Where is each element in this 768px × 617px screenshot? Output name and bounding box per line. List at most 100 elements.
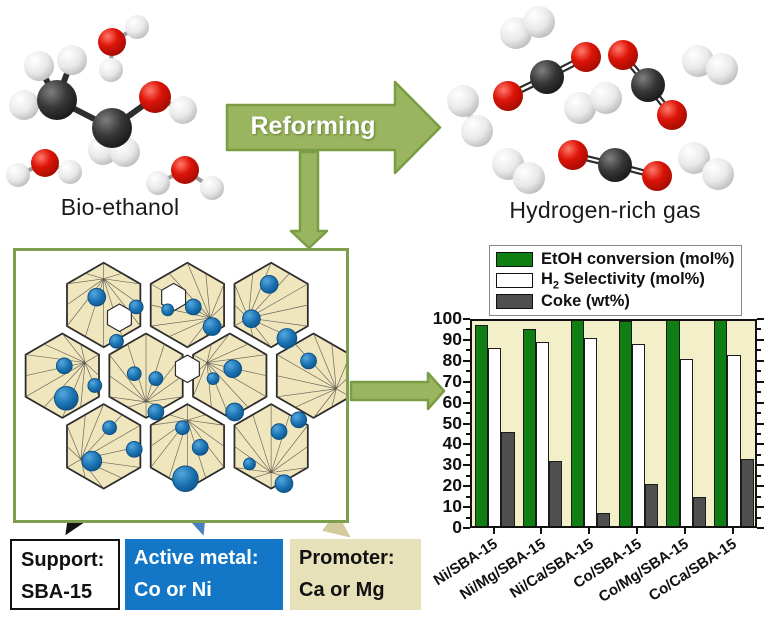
pore-fan-line — [206, 354, 267, 363]
pore-fan-line — [85, 273, 104, 280]
reforming-label: Reforming — [250, 112, 376, 140]
y-tick — [466, 516, 470, 519]
y-tick-right — [757, 453, 761, 456]
pore-fan-line — [187, 414, 206, 421]
pore-fan-line — [145, 375, 183, 403]
pore-fan-line — [276, 375, 337, 390]
metal-particle-dot — [191, 439, 209, 456]
metal-particle-dot — [147, 403, 165, 421]
legend-row-etoh: EtOH conversion (mol%) — [496, 249, 735, 270]
metal-particle-dot — [128, 299, 144, 315]
pore-fan-line — [109, 375, 147, 403]
h2-selectivity-bar-Ni/Ca/SBA-15 — [583, 337, 598, 528]
pore-fan-line — [206, 362, 267, 398]
y-tick-right — [757, 401, 764, 404]
y-tick-right — [757, 349, 761, 352]
pore-fan-line — [192, 354, 208, 363]
y-tick-right — [757, 328, 761, 331]
y-tick-label: 60 — [442, 391, 462, 412]
metal-particle-dot — [175, 420, 190, 436]
y-tick — [463, 443, 470, 446]
pore-fan-line — [206, 343, 212, 363]
etoh-conversion-bar-Co/Mg/SBA-15 — [666, 319, 680, 528]
metal-particle-dot — [300, 352, 317, 370]
pore-fan-line — [192, 362, 208, 397]
pore-fan-line — [43, 343, 86, 363]
pore-fan-line — [187, 419, 225, 426]
pore-fan-line — [150, 304, 211, 319]
h2-selectivity-bar-Co/Ca/SBA-15 — [727, 354, 741, 528]
y-tick-right — [757, 516, 761, 519]
metal-particle-dot — [172, 465, 199, 493]
pore-fan-line — [234, 425, 272, 473]
pore-fan-line — [80, 414, 86, 460]
y-tick-label: 20 — [442, 475, 462, 496]
pore-fan-line — [313, 388, 337, 419]
pore-fan-line — [295, 388, 337, 408]
y-tick — [463, 401, 470, 404]
pore-fan-line — [84, 354, 100, 363]
hydrogen-rich-gas-molecules — [447, 6, 738, 194]
pore-fan-line — [85, 278, 105, 337]
pore-fan-line — [336, 388, 346, 395]
pore-fan-line — [270, 414, 290, 473]
bio-ethanol-caption: Bio-ethanol — [60, 194, 180, 220]
pore-fan-line — [206, 362, 212, 408]
metal-particle-dot — [126, 366, 142, 382]
metal-particle-dot — [161, 303, 175, 317]
h2-selectivity-bar-Ni/SBA-15 — [488, 348, 502, 528]
y-tick-right — [757, 338, 764, 341]
y-tick-label: 0 — [452, 517, 462, 537]
metal-particle-dot — [202, 317, 222, 336]
pore-fan-line — [270, 425, 309, 473]
y-tick-label: 100 — [432, 308, 462, 328]
legend-row-h2: H2 Selectivity (mol%) — [496, 270, 735, 291]
y-tick — [466, 328, 470, 331]
pore-fan-line — [206, 343, 249, 363]
metal-particle-dot — [53, 385, 79, 411]
y-tick — [466, 453, 470, 456]
y-tick — [463, 527, 470, 529]
pore-fan-line — [168, 317, 211, 337]
y-tick — [463, 380, 470, 383]
x-tick — [731, 528, 734, 534]
bio-ethanol-molecules — [6, 15, 224, 200]
x-tick — [588, 528, 591, 534]
y-tick-right — [757, 422, 764, 425]
pore-fan-line — [25, 362, 86, 377]
hydrogen-rich-gas-caption: Hydrogen-rich gas — [509, 197, 701, 223]
pore-fan-line — [66, 425, 82, 460]
pore-fan-line — [294, 343, 337, 390]
pore-fan-line — [66, 278, 104, 285]
metal-particle-dot — [270, 423, 288, 440]
metal-particle-dot — [184, 298, 202, 316]
metal-particle-dot — [259, 275, 279, 294]
pore-fan-line — [206, 333, 231, 363]
honeycomb-pores — [24, 261, 346, 494]
pore-fan-line — [109, 396, 147, 403]
h2-selectivity-bar-Ni/Mg/SBA-15 — [536, 341, 550, 528]
y-tick-right — [757, 432, 761, 435]
metal-particle-dot — [290, 411, 308, 429]
metal-particle-dot — [125, 440, 143, 458]
metal-particle-dot — [206, 372, 220, 386]
pore-fan-line — [66, 278, 104, 306]
etoh-conversion-label: EtOH conversion (mol%) — [541, 250, 735, 268]
coke-bar-Ni/Ca/SBA-15 — [597, 513, 611, 528]
pore-hole — [174, 354, 200, 384]
metal-particle-dot — [276, 328, 298, 349]
pore-fan-line — [270, 446, 309, 473]
y-tick — [463, 338, 470, 341]
y-tick-right — [757, 506, 764, 509]
pore-fan-line — [80, 362, 86, 408]
pore-fan-line — [248, 262, 272, 319]
pore-fan-line — [335, 363, 346, 389]
y-tick — [466, 391, 470, 394]
metal-particle-dot — [87, 287, 107, 307]
metal-particle-dot — [243, 457, 256, 471]
etoh-conversion-bar-Ni/Mg/SBA-15 — [522, 329, 537, 528]
pore-fan-line — [80, 343, 86, 363]
pore-fan-line — [276, 388, 337, 398]
h2-selectivity-label: H2 Selectivity (mol%) — [541, 269, 705, 292]
